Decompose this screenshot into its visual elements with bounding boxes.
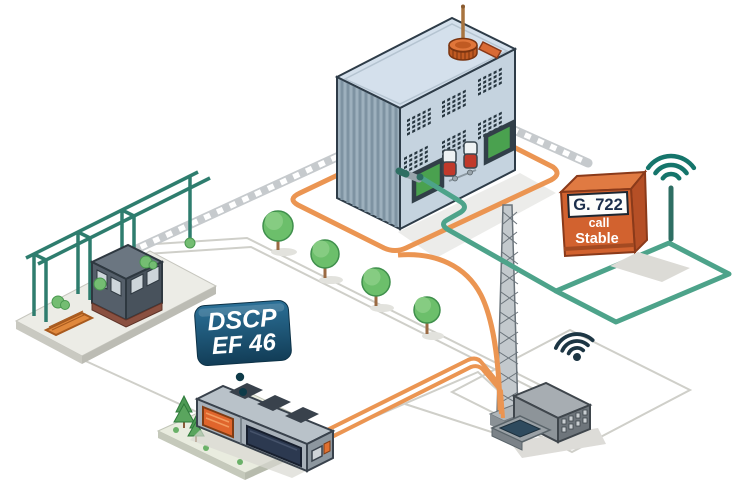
wireless-router-icon <box>490 381 606 458</box>
road-line <box>139 236 559 395</box>
antenna-pole-icon <box>448 4 478 61</box>
railway-track <box>123 124 593 258</box>
codec-platform-side <box>158 431 245 480</box>
cable-connector <box>416 173 424 181</box>
qos-badge-line1: DSCP <box>206 304 278 337</box>
call-quality-box: G. 722 call Stable <box>558 169 690 282</box>
tree-row <box>262 210 444 340</box>
window-pipe-stub <box>395 167 423 183</box>
orange-cable-pair <box>307 364 505 451</box>
qos-badge-line2: EF 46 <box>211 329 277 360</box>
tree-icon <box>310 239 343 284</box>
device-shadow <box>190 430 312 478</box>
tree-icon <box>262 210 297 256</box>
status-word: Stable <box>575 231 619 247</box>
road-line <box>145 245 563 404</box>
wall-canisters <box>442 141 478 182</box>
tree-icon <box>413 296 444 340</box>
corrugation-lines <box>340 80 398 227</box>
roof-vent <box>477 41 503 59</box>
green-cable-tail <box>417 174 559 294</box>
orange-plank <box>43 310 95 337</box>
orange-cable-runs <box>304 252 505 451</box>
codec-label: G. 722 <box>573 196 623 214</box>
tree-icon <box>361 267 394 312</box>
router-ports <box>561 409 588 433</box>
pipeline-yard-platform <box>14 170 218 364</box>
top-grille <box>257 395 291 411</box>
codec-site <box>156 383 336 480</box>
equipment-cabinet <box>89 243 165 328</box>
codec-device-icon <box>194 383 336 473</box>
roof-inner-line <box>343 23 509 105</box>
window-right <box>483 119 515 166</box>
device-port <box>311 444 323 463</box>
antenna-with-wifi <box>645 153 697 242</box>
router-side <box>557 403 591 444</box>
call-word: call <box>589 216 610 230</box>
wifi-icon <box>553 332 595 361</box>
orange-cable-descent <box>397 252 503 411</box>
qos-badge: DSCP EF 46 <box>194 299 292 396</box>
pine-tree-icon <box>173 394 195 428</box>
bushes <box>51 237 196 310</box>
parcel-outline <box>449 328 693 454</box>
top-grille <box>285 407 319 423</box>
platform-side <box>16 321 82 364</box>
ellipsis-dot <box>239 388 247 396</box>
codec-label-strip <box>566 190 630 219</box>
orange-cable-pair <box>304 356 503 443</box>
device-toggle-orange <box>323 440 331 455</box>
pipe-rack <box>25 170 211 322</box>
wifi-icon <box>645 153 697 181</box>
box-shadow <box>610 252 690 282</box>
platform-side <box>82 286 216 364</box>
equipment-tray <box>490 415 552 451</box>
ellipsis-dot <box>235 372 245 382</box>
